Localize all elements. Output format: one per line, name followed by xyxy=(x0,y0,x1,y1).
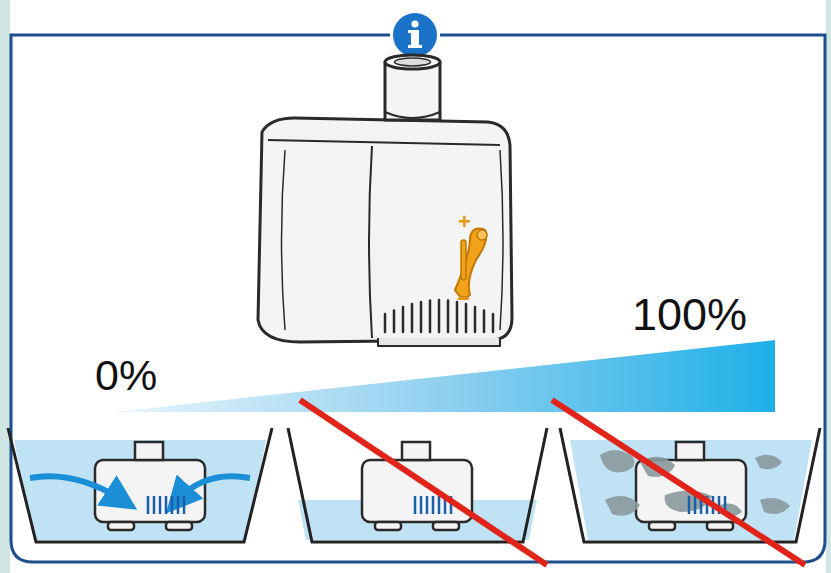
percent-label: 0% xyxy=(95,354,157,397)
info-icon xyxy=(393,13,437,57)
side-strip xyxy=(826,0,831,573)
pump xyxy=(258,55,512,346)
tank-pump-grill xyxy=(148,496,725,514)
prohibition-line xyxy=(300,400,547,565)
tank-low-water xyxy=(288,428,547,542)
flow-wedge xyxy=(115,340,775,412)
frame-border xyxy=(11,35,825,562)
flow-minus: − xyxy=(457,288,470,310)
tank-dirty xyxy=(560,428,820,542)
tank-correct xyxy=(8,428,272,542)
percent-label: 100% xyxy=(632,292,747,337)
prohibition-line xyxy=(552,400,805,565)
side-strip xyxy=(0,0,10,573)
flow-plus: + xyxy=(458,211,471,233)
intake-grill xyxy=(385,300,493,332)
